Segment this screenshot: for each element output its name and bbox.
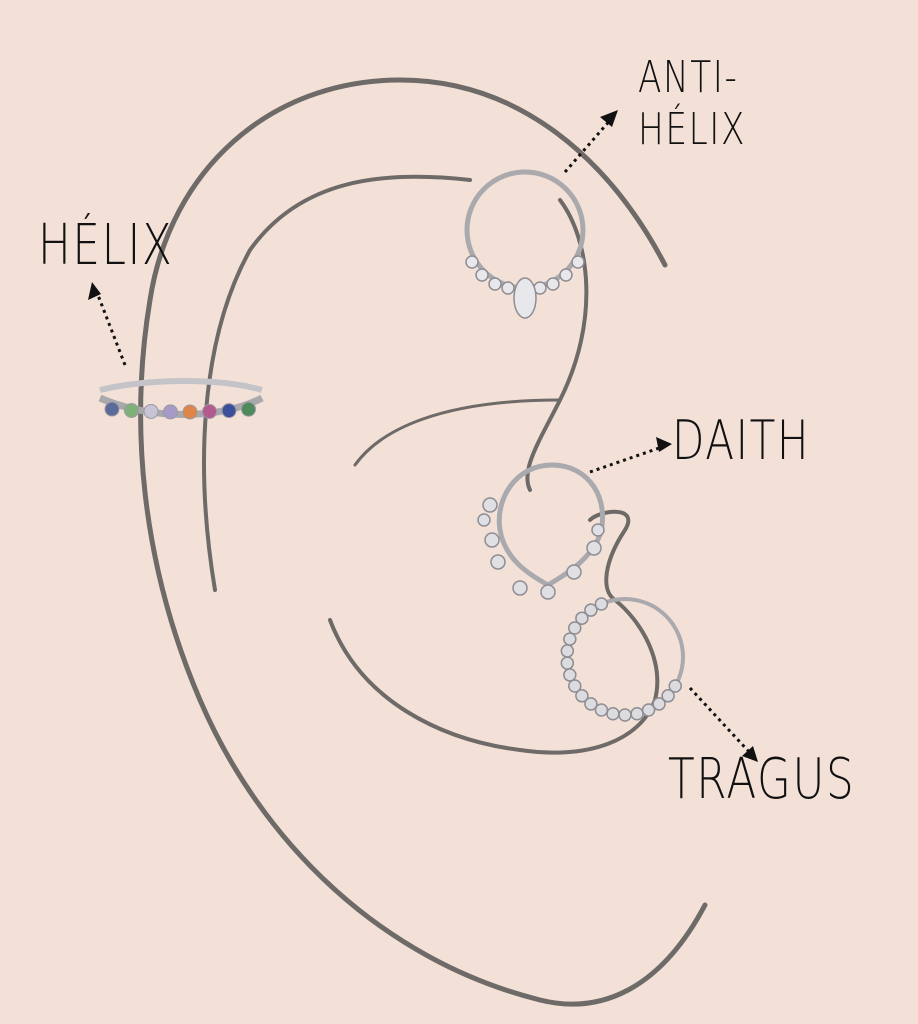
tragus-bead <box>575 689 589 703</box>
helix-earring <box>98 378 264 420</box>
daith-earring <box>477 462 606 600</box>
ear-outline <box>138 77 708 1007</box>
helix-stone <box>124 403 139 419</box>
tragus-bead <box>563 668 577 682</box>
daith-label: DAITH <box>672 409 811 472</box>
tragus-bead <box>568 679 582 693</box>
tragus-bead <box>563 632 577 646</box>
tragus-bead <box>652 697 666 711</box>
anti-helix-label: ANTI- HÉLIX <box>638 52 746 156</box>
tragus-bead <box>668 679 682 693</box>
tragus-bead <box>606 706 620 721</box>
tragus-bead <box>641 703 656 717</box>
anti-helix-label-line2: HÉLIX <box>638 103 747 155</box>
tragus-earring <box>560 597 685 722</box>
tragus-bead <box>584 603 598 617</box>
tragus-bead <box>568 621 582 635</box>
helix-stone <box>202 404 217 420</box>
anti-helix-earring <box>464 169 586 319</box>
helix-stone <box>182 404 198 420</box>
tragus-bead <box>560 644 575 658</box>
tragus-bead <box>575 611 589 625</box>
helix-stone <box>163 404 178 420</box>
tragus-bead <box>594 703 609 717</box>
helix-stone <box>241 401 256 417</box>
helix-label: HÉLIX <box>38 213 174 278</box>
tragus-bead <box>584 697 598 711</box>
tragus-bead <box>630 706 644 721</box>
anti-helix-label-line1: ANTI- <box>638 52 739 103</box>
tragus-label: TRAGUS <box>668 747 856 812</box>
helix-stone <box>104 401 120 417</box>
tragus-bead <box>618 708 632 722</box>
pointer-arrows <box>94 117 754 757</box>
tragus-bead <box>594 597 609 611</box>
helix-stone <box>221 403 237 419</box>
tragus-bead <box>560 656 575 670</box>
tragus-bead <box>661 689 675 703</box>
arrow-heads <box>88 110 758 762</box>
helix-stone <box>143 403 159 419</box>
